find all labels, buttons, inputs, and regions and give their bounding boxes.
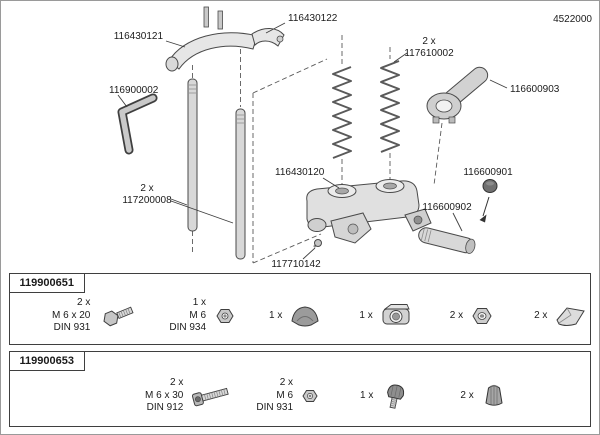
kit-item-spec: 2 x bbox=[460, 389, 474, 401]
yoke-clamp bbox=[165, 6, 285, 72]
cap-highlight bbox=[486, 181, 494, 186]
springs bbox=[332, 60, 400, 159]
part-label-springs: 117610002 bbox=[404, 48, 454, 59]
yoke-pin bbox=[217, 10, 223, 30]
yoke-arm-right bbox=[251, 28, 285, 47]
lever-bore bbox=[435, 99, 453, 113]
roller-thread bbox=[420, 228, 432, 243]
part-label-springs-qty: 2 x bbox=[422, 36, 435, 47]
yoke-arm-left bbox=[168, 32, 258, 70]
guide-rod bbox=[235, 108, 246, 260]
part-label-rods-qty: 2 x bbox=[140, 183, 153, 194]
mount-bore bbox=[413, 215, 423, 225]
part-label-yoke-right: 116430122 bbox=[288, 13, 338, 24]
part-label-lever: 116600903 bbox=[510, 84, 560, 95]
kit-item: 1 x bbox=[360, 382, 410, 410]
doc-number: 4522000 bbox=[553, 14, 592, 25]
guide-rods bbox=[187, 78, 246, 260]
roller-end bbox=[465, 238, 476, 254]
spring-bore bbox=[383, 182, 397, 190]
kit-item: 1 x bbox=[359, 303, 413, 329]
spring-clip-icon bbox=[556, 307, 586, 326]
kit-item: 2 x bbox=[534, 304, 588, 328]
rod-thread bbox=[237, 114, 244, 124]
hex-bolt-icon bbox=[103, 306, 134, 327]
kit-item: 2 x bbox=[460, 382, 508, 410]
kit-item-spec: 1 x bbox=[360, 389, 374, 401]
dome-knob-icon bbox=[485, 384, 503, 406]
part-label-cap: 116600901 bbox=[463, 167, 513, 178]
kit-id: 119900653 bbox=[8, 350, 85, 371]
assembly-arrowhead bbox=[479, 214, 487, 223]
pointer-lines bbox=[117, 22, 508, 260]
spring bbox=[380, 60, 400, 153]
assembly-arrow bbox=[482, 196, 490, 217]
part-label-rods: 117200008 bbox=[122, 195, 172, 206]
clamp-bore bbox=[347, 223, 359, 235]
hex-nut-icon bbox=[472, 308, 492, 324]
hex-nut-icon bbox=[216, 309, 234, 323]
kit-item-spec: 2 x bbox=[449, 309, 464, 321]
yoke-pin bbox=[203, 6, 209, 28]
guide-rod bbox=[187, 78, 198, 232]
kit-item: 2 x bbox=[450, 305, 496, 327]
part-label-base: 116430120 bbox=[275, 167, 325, 178]
router-base bbox=[306, 179, 432, 244]
thumb-screw-icon bbox=[387, 384, 405, 409]
wing-knob-icon bbox=[291, 306, 319, 327]
part-label-screw: 117710142 bbox=[271, 259, 321, 270]
clamp-block-icon bbox=[382, 304, 410, 325]
small-screw bbox=[313, 239, 322, 248]
rod-thread bbox=[189, 84, 196, 94]
lever-notch bbox=[448, 116, 456, 124]
part-label-allen-key: 116900002 bbox=[109, 85, 159, 96]
hex-nut-icon bbox=[302, 390, 318, 402]
spring-bore bbox=[335, 187, 349, 195]
part-label-roller: 116600902 bbox=[422, 202, 472, 213]
lever-notch bbox=[432, 116, 440, 124]
kit-item-spec: 1 x bbox=[269, 309, 283, 321]
kit-id: 119900651 bbox=[8, 272, 85, 293]
part-label-yoke-left: 116430121 bbox=[114, 31, 164, 42]
assembly-guide-lines bbox=[192, 35, 443, 264]
kit-item-spec: 2 x bbox=[534, 309, 548, 321]
base-cylinder bbox=[307, 218, 327, 232]
spring bbox=[332, 66, 352, 159]
allen-key bbox=[117, 93, 158, 155]
roller-pin bbox=[418, 227, 476, 254]
clamp-lever bbox=[426, 66, 489, 124]
kit-item-spec: 1 x bbox=[359, 309, 373, 321]
socket-bolt-icon bbox=[192, 387, 230, 407]
yoke-boss bbox=[276, 35, 284, 43]
kit-item: 1 x bbox=[269, 304, 321, 328]
end-cap bbox=[479, 179, 498, 223]
exploded-diagram: 4522000 116430121 116430122 116900002 2 … bbox=[109, 6, 592, 270]
yoke-boss bbox=[165, 56, 179, 72]
